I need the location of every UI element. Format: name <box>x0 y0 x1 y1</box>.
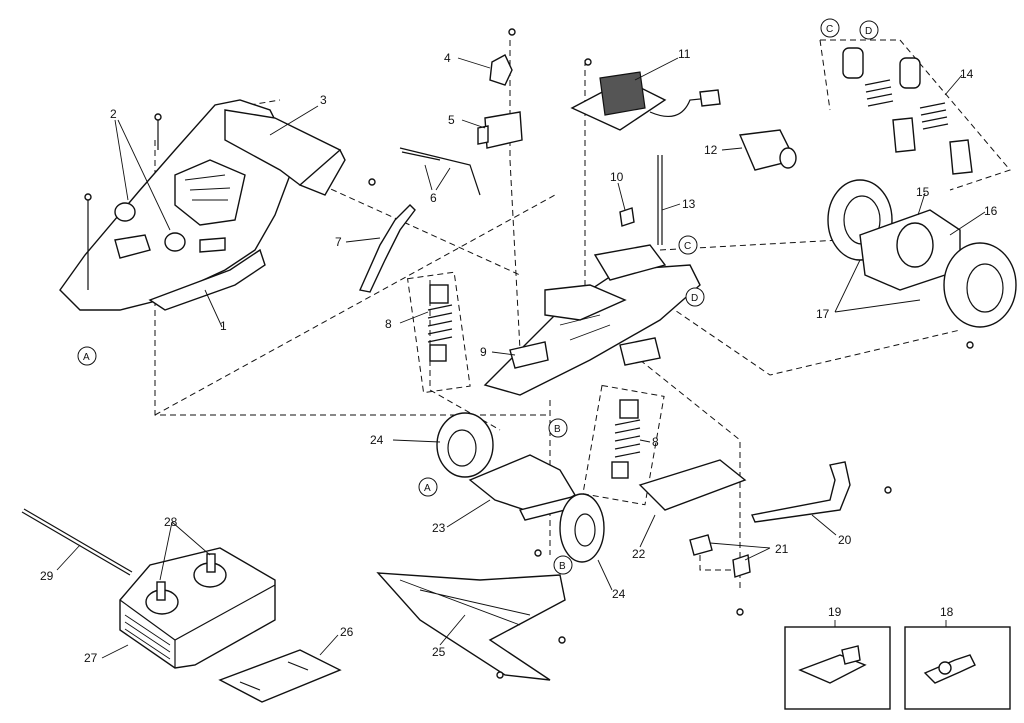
part-14-springs <box>842 47 973 175</box>
part-label-17: 17 <box>816 307 830 321</box>
marker-b-chassis: B <box>548 418 568 438</box>
part-label-2: 2 <box>110 107 117 121</box>
part-label-19: 19 <box>828 605 842 619</box>
part-8-shock-lower <box>582 384 665 506</box>
front-wheel-upper <box>436 412 494 478</box>
part-25-skid-plate <box>376 572 566 681</box>
marker-c-top: C <box>820 18 840 38</box>
svg-text:B: B <box>559 561 566 572</box>
part-10-clip <box>619 207 635 227</box>
part-26-battery-cover <box>218 649 342 703</box>
svg-text:D: D <box>691 293 698 304</box>
part-label-27: 27 <box>84 651 98 665</box>
part-label-24-upper: 24 <box>370 433 384 447</box>
svg-text:C: C <box>826 24 833 35</box>
part-label-28: 28 <box>164 515 178 529</box>
part-11-circuit-board <box>570 58 721 131</box>
body-screws <box>84 113 162 290</box>
part-label-8-lower: 8 <box>652 435 659 449</box>
part-label-7: 7 <box>335 235 342 249</box>
part-number-labels: 1 2 3 4 5 6 7 8 8 9 10 11 12 13 14 15 16… <box>40 47 998 665</box>
part-label-3: 3 <box>320 93 327 107</box>
part-label-14: 14 <box>960 67 974 81</box>
part-label-23: 23 <box>432 521 446 535</box>
car-body-shell <box>59 99 291 311</box>
misc-screws <box>496 341 974 679</box>
part-7-linkage <box>359 178 416 293</box>
chassis-frame <box>483 244 701 396</box>
part-label-4: 4 <box>444 51 451 65</box>
part-29-antenna <box>21 508 133 576</box>
part-20-bracket <box>751 461 892 523</box>
rear-wing <box>224 109 346 196</box>
part-label-26: 26 <box>340 625 354 639</box>
part-6-rods <box>399 147 481 196</box>
svg-text:D: D <box>865 26 872 37</box>
part-18-inset <box>904 626 1011 710</box>
marker-d-top: D <box>859 20 879 40</box>
part-4-clip <box>489 28 516 86</box>
part-label-20: 20 <box>838 533 852 547</box>
part-label-6: 6 <box>430 191 437 205</box>
part-label-8-upper: 8 <box>385 317 392 331</box>
part-23-front-axle <box>468 454 587 521</box>
part-22-panel <box>638 459 747 511</box>
part-label-21: 21 <box>775 542 789 556</box>
part-label-29: 29 <box>40 569 54 583</box>
part-label-12: 12 <box>704 143 718 157</box>
reference-markers: A A B B C C D D <box>77 18 879 575</box>
part-label-11: 11 <box>678 47 691 61</box>
part-label-16: 16 <box>984 204 998 218</box>
part-label-9: 9 <box>480 345 487 359</box>
part-label-10: 10 <box>610 170 624 184</box>
part-label-24-lower: 24 <box>612 587 626 601</box>
part-label-22: 22 <box>632 547 646 561</box>
part-5-servo <box>477 111 523 149</box>
right-rear-wheel <box>943 242 1017 328</box>
front-wheel-lower <box>559 493 605 563</box>
svg-text:B: B <box>554 424 561 435</box>
leader-lines <box>56 57 986 659</box>
part-15-16-gearbox <box>859 209 961 291</box>
part-19-inset <box>784 626 891 710</box>
part-label-25: 25 <box>432 645 446 659</box>
marker-a-axle: A <box>418 477 438 497</box>
part-label-1: 1 <box>220 319 227 333</box>
part-label-18: 18 <box>940 605 954 619</box>
part-13-rod <box>657 155 663 245</box>
part-8-shock-upper <box>407 271 471 394</box>
part-label-13: 13 <box>682 197 696 211</box>
marker-d-chassis: D <box>685 287 705 307</box>
part-12-motor <box>738 129 797 171</box>
svg-text:C: C <box>684 241 691 252</box>
part-21-clips <box>689 534 751 616</box>
svg-text:A: A <box>424 483 431 494</box>
part-label-5: 5 <box>448 113 455 127</box>
part-label-15: 15 <box>916 185 930 199</box>
svg-text:A: A <box>83 352 90 363</box>
part-27-transmitter <box>119 547 276 669</box>
marker-a-body: A <box>77 346 97 366</box>
mirror-parts <box>114 202 186 252</box>
marker-c-chassis: C <box>678 235 698 255</box>
marker-b-skid: B <box>553 555 573 575</box>
